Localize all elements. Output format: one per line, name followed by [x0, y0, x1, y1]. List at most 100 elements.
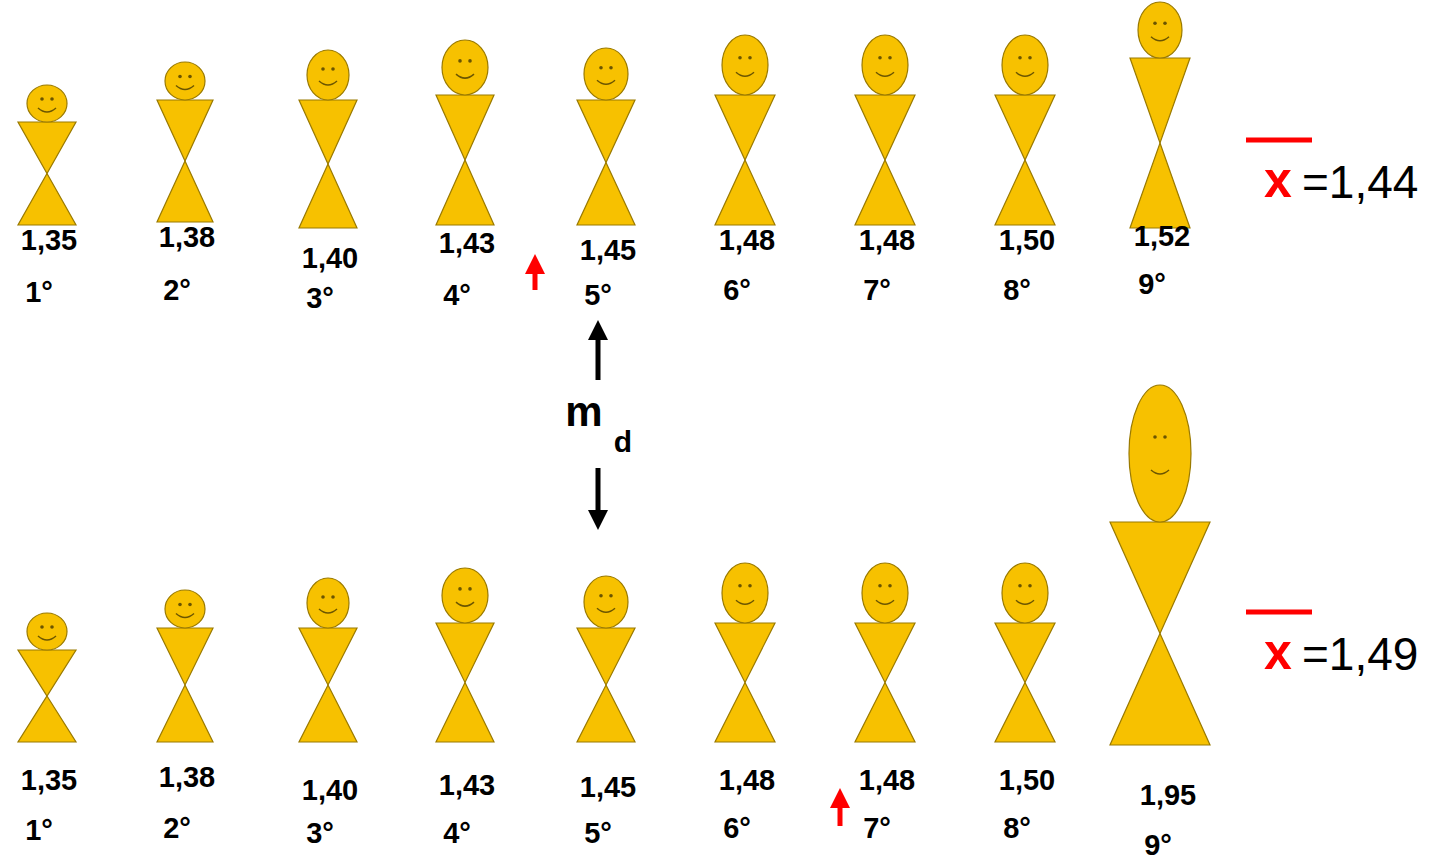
- height-value: 1,40: [302, 244, 358, 273]
- head: [165, 62, 205, 100]
- head: [584, 48, 628, 100]
- eye: [178, 603, 182, 607]
- height-value: 1,50: [999, 226, 1055, 255]
- head: [1002, 35, 1048, 95]
- rank-number: 8°: [1003, 276, 1031, 305]
- height-value: 1,40: [302, 776, 358, 805]
- height-value: 1,48: [859, 766, 915, 795]
- person-figure: [299, 50, 357, 228]
- body-bottom: [157, 685, 213, 742]
- smile: [1151, 37, 1169, 41]
- eye: [609, 66, 613, 70]
- eye: [458, 587, 462, 591]
- height-value: 1,35: [21, 226, 77, 255]
- body-top: [855, 95, 915, 160]
- smile: [38, 108, 56, 112]
- body-top: [715, 95, 775, 160]
- eye: [331, 595, 335, 599]
- body-bottom: [577, 685, 635, 742]
- person-figure: [157, 590, 213, 742]
- rank-number: 3°: [306, 284, 334, 313]
- eye: [188, 75, 192, 79]
- head: [442, 568, 488, 623]
- smile: [1151, 470, 1169, 474]
- body-bottom: [1110, 634, 1210, 746]
- head: [27, 613, 67, 650]
- height-value: 1,48: [719, 766, 775, 795]
- head: [165, 590, 205, 628]
- eye: [468, 587, 472, 591]
- eye: [331, 67, 335, 71]
- median-symbol: m: [565, 391, 602, 433]
- height-value: 1,38: [159, 223, 215, 252]
- pointer-arrow: [596, 330, 601, 380]
- person-figure: [299, 578, 357, 742]
- eye: [878, 584, 882, 588]
- figures: [18, 2, 1210, 745]
- height-value: 1,50: [999, 766, 1055, 795]
- person-figure: [995, 35, 1055, 225]
- head: [584, 576, 628, 628]
- body-bottom: [855, 160, 915, 225]
- height-value: 1,35: [21, 766, 77, 795]
- person-figure: [436, 568, 494, 742]
- head: [1138, 2, 1182, 58]
- rank-number: 9°: [1144, 831, 1172, 860]
- body-bottom: [995, 683, 1055, 743]
- rank-number: 5°: [584, 281, 612, 310]
- height-value: 1,95: [1140, 781, 1196, 810]
- eye: [599, 66, 603, 70]
- body-top: [855, 623, 915, 683]
- body-top: [157, 628, 213, 685]
- body-bottom: [299, 164, 357, 228]
- eye: [188, 603, 192, 607]
- rank-number: 2°: [163, 814, 191, 843]
- rank-number: 2°: [163, 276, 191, 305]
- body-top: [299, 100, 357, 164]
- body-bottom: [299, 685, 357, 742]
- eye: [748, 56, 752, 60]
- mean-symbol: x: [1264, 155, 1292, 205]
- height-value: 1,43: [439, 771, 495, 800]
- eye: [1163, 21, 1167, 25]
- height-value: 1,43: [439, 229, 495, 258]
- smile: [736, 600, 754, 604]
- head: [1129, 385, 1191, 522]
- head: [862, 563, 908, 623]
- body-bottom: [18, 174, 76, 226]
- body-top: [1130, 58, 1190, 143]
- body-top: [18, 122, 76, 174]
- smile: [176, 614, 194, 618]
- height-value: 1,38: [159, 763, 215, 792]
- rank-number: 3°: [306, 819, 334, 848]
- smile: [38, 636, 56, 640]
- person-figure: [1130, 2, 1190, 228]
- rank-number: 1°: [25, 816, 53, 845]
- head: [1002, 563, 1048, 623]
- eye: [1028, 56, 1032, 60]
- mean-symbol: x: [1264, 627, 1292, 677]
- body-bottom: [715, 683, 775, 743]
- body-bottom: [995, 160, 1055, 225]
- eye: [599, 594, 603, 598]
- body-bottom: [436, 160, 494, 225]
- median-symbol: d: [614, 427, 632, 457]
- eye: [50, 97, 54, 101]
- head: [307, 578, 349, 628]
- person-figure: [715, 563, 775, 742]
- rank-number: 4°: [443, 819, 471, 848]
- body-top: [436, 95, 494, 160]
- rank-number: 9°: [1138, 270, 1166, 299]
- median-arrow: [838, 798, 843, 826]
- body-top: [995, 623, 1055, 683]
- head: [442, 40, 488, 95]
- body-bottom: [715, 160, 775, 225]
- body-top: [436, 623, 494, 683]
- eye: [321, 67, 325, 71]
- smile: [319, 81, 337, 85]
- mean-value: =1,44: [1302, 159, 1418, 205]
- smile: [456, 74, 474, 78]
- rank-number: 5°: [584, 819, 612, 848]
